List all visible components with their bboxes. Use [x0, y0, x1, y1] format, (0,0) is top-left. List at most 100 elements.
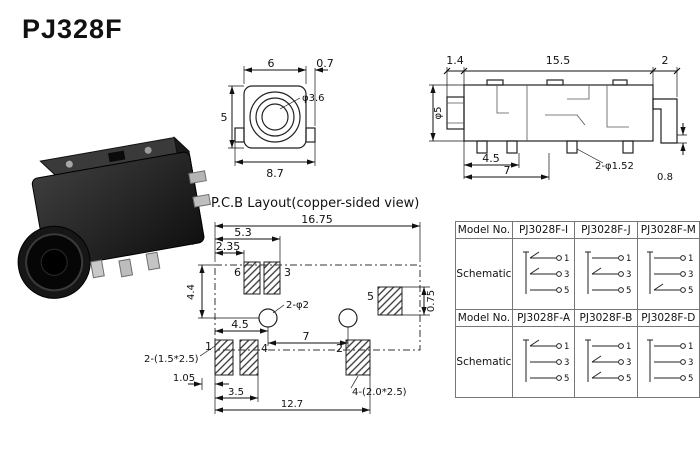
- dim-label: 12.7: [281, 399, 303, 410]
- pad-number: 6: [234, 266, 241, 279]
- pin-number: 1: [564, 342, 569, 352]
- pin-number: 3: [688, 358, 693, 368]
- pin-number: 1: [688, 342, 693, 352]
- top-view-right-flange: [305, 127, 316, 143]
- dim-label: 0.7: [316, 57, 334, 70]
- hatched-pad-6: [243, 261, 261, 295]
- jack-schematic: 1 3 5: [647, 251, 694, 296]
- model-cell: PJ3028F-M: [636, 221, 700, 239]
- dim-label: 0.8: [657, 172, 673, 183]
- photo-pin: [188, 170, 207, 185]
- dim-label: φ5: [433, 107, 444, 120]
- dim-label: 6: [268, 57, 275, 70]
- pad-number: 3: [284, 266, 291, 279]
- dim-label: 2-φ2: [286, 300, 309, 311]
- photo-pin-dot: [144, 146, 152, 154]
- model-no-label: Model No.: [455, 309, 513, 327]
- dim-label: 3.5: [228, 387, 244, 398]
- schematic-label: Schematic: [455, 326, 513, 398]
- pin-number: 1: [626, 254, 631, 264]
- photo-pin: [118, 258, 134, 278]
- side-view-drawing: 1.4 15.5 2 φ5 4.5 7 2-φ1.52 0.8: [429, 54, 687, 183]
- side-view-body: [463, 84, 654, 142]
- dim-label: 7: [504, 164, 511, 177]
- hatched-pad-2: [345, 339, 371, 376]
- pad-number: 1: [205, 340, 212, 353]
- photo-slot: [108, 150, 126, 163]
- hatched-pad-5: [377, 286, 403, 316]
- pad-number: 5: [367, 290, 374, 303]
- photo-barrel-bore: [40, 248, 68, 276]
- pin-number: 3: [626, 270, 631, 280]
- schematic-cell: 1 3 5: [511, 326, 576, 398]
- mount-hole: [338, 308, 358, 328]
- model-cell: PJ3028F-D: [636, 309, 700, 327]
- dim-label: 5.3: [234, 226, 252, 239]
- component-outline: [214, 264, 421, 351]
- dim-label: 8.7: [266, 167, 284, 180]
- schematic-cell: 1 3 5: [574, 238, 638, 310]
- dim-label: 2.35: [216, 240, 241, 253]
- dim-label: 5: [221, 111, 228, 124]
- dim-label: 4.4: [186, 284, 197, 300]
- hatched-pad-1: [214, 339, 234, 376]
- model-no-label: Model No.: [455, 221, 513, 239]
- side-view-barrel: [446, 96, 465, 130]
- dim-label: 1.05: [173, 373, 195, 384]
- dim-label: 4.5: [231, 318, 249, 331]
- barrel-circle-outer: [249, 91, 301, 143]
- side-view-pin: [622, 140, 634, 154]
- model-cell: PJ3028F-A: [511, 309, 576, 327]
- pin-number: 1: [626, 342, 631, 352]
- schematic-cell: 1 3 5: [636, 238, 700, 310]
- pin-number: 5: [688, 286, 693, 296]
- model-cell: PJ3028F-B: [574, 309, 638, 327]
- table-row: Schematic 1 3 5: [455, 326, 700, 398]
- connector-photo: [17, 136, 212, 299]
- jack-schematic: 1 3 5: [522, 339, 569, 384]
- jack-schematic: 1 3 5: [584, 251, 631, 296]
- model-cell: PJ3028F-J: [574, 221, 638, 239]
- dim-label: 4.5: [482, 152, 500, 165]
- schematic-cell: 1 3 5: [636, 326, 700, 398]
- model-cell: PJ3028F-I: [511, 221, 576, 239]
- dim-label: 2-(1.5*2.5): [144, 354, 199, 365]
- pin-number: 5: [564, 286, 569, 296]
- side-view-pin: [476, 140, 488, 154]
- jack-schematic: 1 3 5: [522, 251, 569, 296]
- dim-label: 0.75: [426, 290, 437, 312]
- dim-label: φ3.6: [302, 93, 325, 104]
- jack-schematic: 1 3 5: [647, 339, 694, 384]
- photo-pin: [192, 193, 212, 208]
- dim-label: 7: [303, 330, 310, 343]
- schematic-cell: 1 3 5: [574, 326, 638, 398]
- side-view-pin: [566, 140, 578, 154]
- pin-number: 3: [626, 358, 631, 368]
- dim-label: 16.75: [301, 213, 333, 226]
- photo-pin-dot: [65, 160, 73, 168]
- pin-number: 5: [626, 286, 631, 296]
- pin-number: 3: [688, 270, 693, 280]
- pin-number: 3: [564, 358, 569, 368]
- dim-label: 4-(2.0*2.5): [352, 387, 407, 398]
- barrel-circle-inner: [261, 103, 289, 131]
- table-row: Model No. PJ3028F-A PJ3028F-B PJ3028F-D: [455, 309, 700, 327]
- pad-number: 4: [261, 342, 268, 355]
- pin-number: 1: [688, 254, 693, 264]
- page-title: PJ328F: [22, 14, 123, 44]
- top-view-left-flange: [234, 127, 245, 143]
- top-view-body: [243, 85, 307, 149]
- schematic-label: Schematic: [455, 238, 513, 310]
- pad-number: 2: [336, 342, 343, 355]
- barrel-circle-mid: [255, 97, 295, 137]
- jack-schematic: 1 3 5: [584, 339, 631, 384]
- dim-label: 2-φ1.52: [595, 161, 634, 172]
- dim-label: 2: [662, 54, 669, 67]
- side-view-pin: [506, 140, 518, 154]
- table-row: Schematic 1 3 5: [455, 238, 700, 310]
- dim-label: 1.4: [446, 54, 464, 67]
- side-view-tab: [546, 79, 564, 86]
- schematic-cell: 1 3 5: [511, 238, 576, 310]
- pcb-layout-heading: P.C.B Layout(copper-sided view): [211, 196, 420, 211]
